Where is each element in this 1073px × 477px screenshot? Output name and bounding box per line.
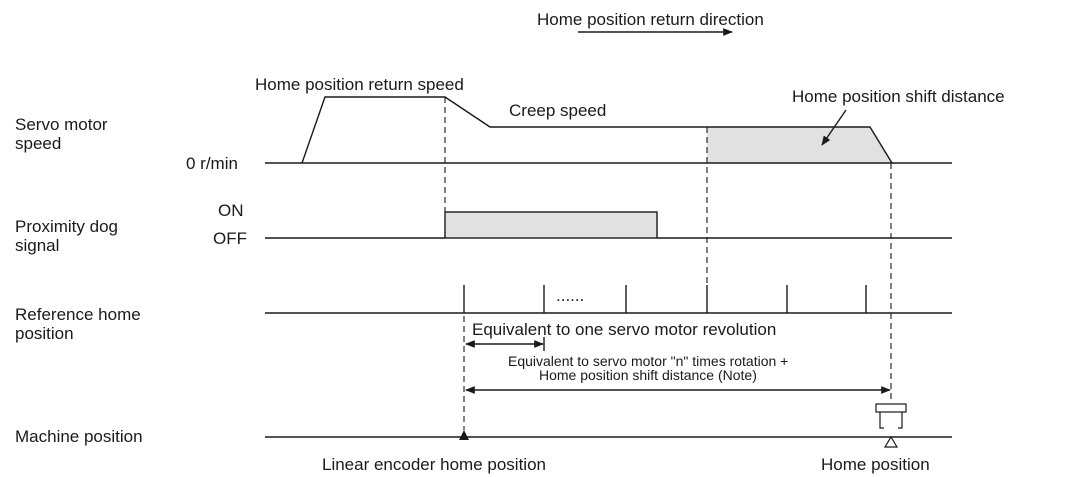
machine-table-icon <box>875 403 907 429</box>
shift-distance-label: Home position shift distance <box>792 87 1005 106</box>
creep-speed-label: Creep speed <box>509 101 606 120</box>
ref-pulse-dots: ...... <box>556 286 584 305</box>
home-return-speed-label: Home position return speed <box>255 75 464 94</box>
shift-distance-pointer <box>821 109 847 146</box>
home-position-label: Home position <box>821 455 930 474</box>
on-label: ON <box>218 201 244 220</box>
dog-on-pulse <box>444 211 658 239</box>
reference-home-label-2: position <box>15 324 74 343</box>
machine-position-label: Machine position <box>15 427 143 446</box>
servo-speed-label-1: Servo motor <box>15 115 108 134</box>
shift-distance-area <box>707 127 892 163</box>
zero-speed-label: 0 r/min <box>186 154 238 173</box>
n-rotation-label-2: Home position shift distance (Note) <box>539 367 757 383</box>
home-position-marker <box>883 435 899 448</box>
off-label: OFF <box>213 229 247 248</box>
proximity-dog-label-2: signal <box>15 236 59 255</box>
n-rotation-label-1: Equivalent to servo motor "n" times rota… <box>508 353 788 369</box>
linear-encoder-home-marker <box>459 430 469 440</box>
one-revolution-label: Equivalent to one servo motor revolution <box>472 320 776 339</box>
proximity-dog-label-1: Proximity dog <box>15 217 118 236</box>
speed-profile <box>301 96 893 164</box>
direction-label: Home position return direction <box>537 10 764 29</box>
reference-home-label-1: Reference home <box>15 305 141 324</box>
servo-speed-label-2: speed <box>15 134 61 153</box>
linear-encoder-home-label: Linear encoder home position <box>322 455 546 474</box>
